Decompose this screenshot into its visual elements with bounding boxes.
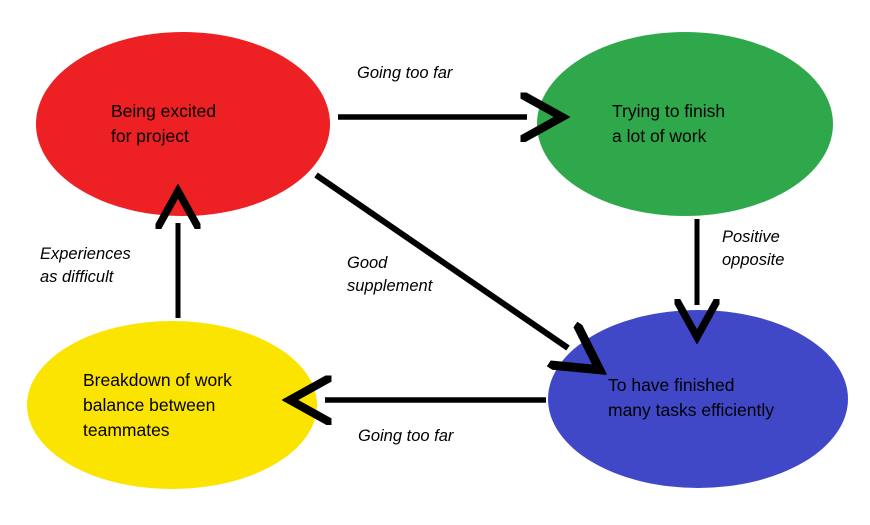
node-to-have-finished[interactable] — [548, 310, 848, 488]
edge-label-positive-opposite: Positive opposite — [722, 228, 785, 269]
edge-label-experiences-as-difficult: Experiences as difficult — [40, 245, 131, 286]
edge-excited-to-finished — [314, 172, 568, 348]
node-trying-to-finish[interactable] — [537, 32, 833, 216]
node-breakdown-of-work[interactable] — [27, 321, 317, 489]
edge-label-going-too-far-bottom: Going too far — [358, 427, 454, 445]
edge-label-good-supplement: Good supplement — [347, 254, 433, 295]
edge-label-going-too-far-top: Going too far — [357, 64, 453, 82]
node-being-excited[interactable] — [36, 32, 330, 216]
